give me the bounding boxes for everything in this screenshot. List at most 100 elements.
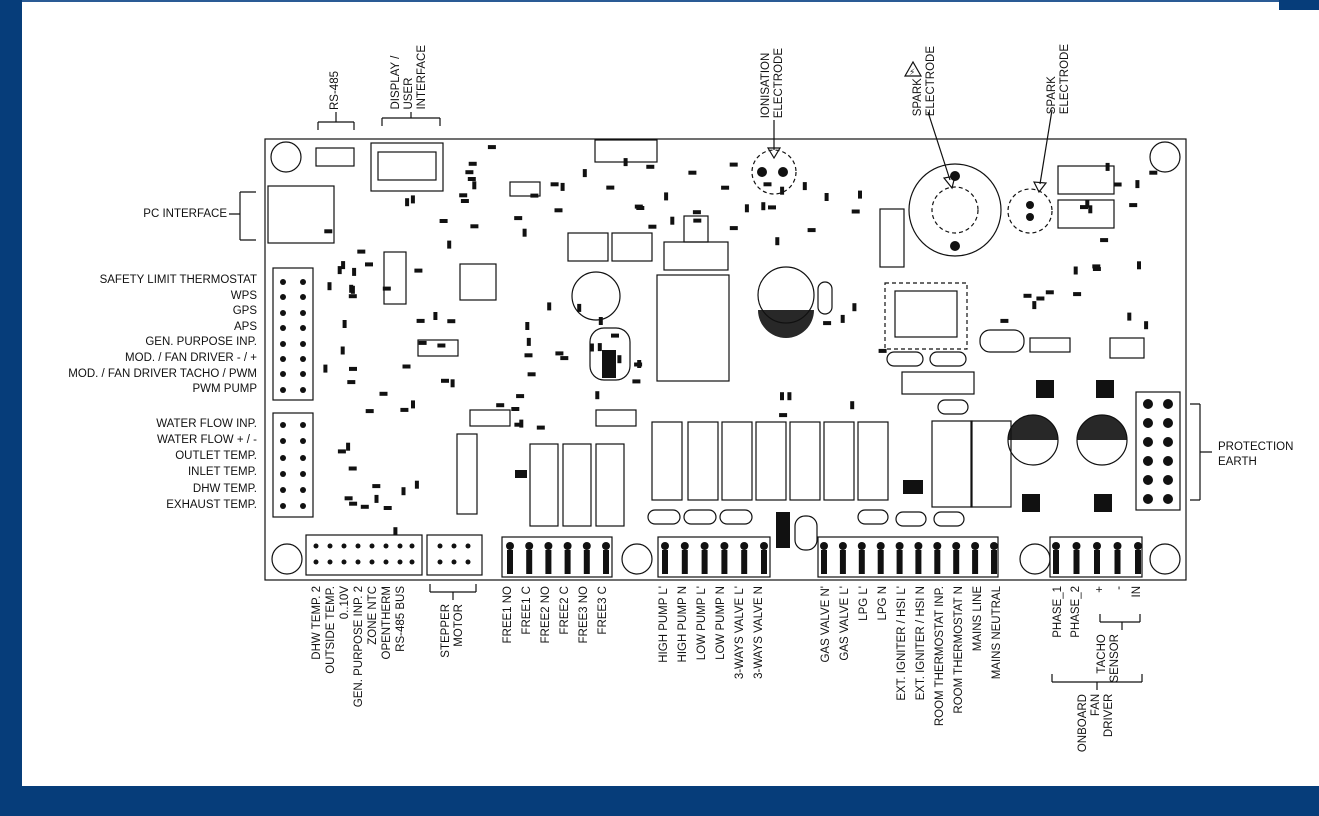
smd-pad [1080, 205, 1088, 210]
bottom-connector-aux [305, 534, 423, 576]
smd-pad [344, 496, 353, 501]
terminal-pin [1052, 542, 1060, 550]
smd-pad [763, 182, 772, 187]
smd-pad [692, 210, 701, 215]
label-gen-purpose-inp: GEN. PURPOSE INP. [145, 336, 257, 348]
smd-pad [878, 348, 887, 353]
smd-pad [372, 484, 381, 489]
smd-pad [323, 364, 328, 373]
label-free1-no: FREE1 NO [502, 586, 514, 644]
smd-pad [514, 422, 523, 427]
left-connector-upper [272, 267, 314, 401]
smd-pad [348, 294, 357, 299]
smd-pad [547, 302, 552, 311]
label-room-thermostat-inp: ROOM THERMOSTAT INP. [934, 586, 946, 727]
terminal-pin [933, 542, 942, 550]
label-gen-purpose-inp-2: GEN. PURPOSE INP. 2 [353, 586, 365, 708]
frame-top-left [0, 18, 22, 24]
label-ext-igniter-hsi-n: EXT. IGNITER / HSI N [915, 586, 927, 701]
smd-pad [582, 169, 587, 178]
label-aps: APS [233, 321, 257, 333]
smd-pad [560, 356, 569, 361]
smd-pad [347, 380, 356, 385]
smd-pad [761, 202, 766, 211]
terminal-pin [680, 542, 689, 550]
label-ext-igniter-hsi-l: EXT. IGNITER / HSI L' [896, 586, 908, 701]
smd-pad [598, 317, 603, 325]
frame-top-line [22, 0, 1319, 18]
smd-pad [850, 401, 855, 410]
label-lpg-n: LPG N [877, 586, 889, 621]
smd-pad [688, 170, 697, 175]
smd-pad [1144, 321, 1149, 330]
smd-pad [1023, 293, 1032, 298]
smd-pad [560, 182, 565, 191]
terminal-pin [857, 542, 866, 550]
label-stepper-motor: STEPPER MOTOR [440, 604, 465, 658]
smd-pad [1137, 261, 1141, 270]
smd-pad [1000, 318, 1009, 323]
smd-pad [383, 506, 392, 510]
label-ionisation-electrode: IONISATION ELECTRODE [760, 47, 785, 118]
protection-earth-connector [1135, 391, 1181, 511]
smd-pad [519, 419, 524, 428]
label-gps: GPS [232, 305, 257, 317]
smd-pad [1127, 312, 1132, 321]
terminal-lead [1114, 550, 1121, 574]
bottom-connector-fan [1049, 536, 1143, 578]
smd-pad [577, 303, 582, 312]
smd-pad [447, 240, 452, 249]
terminal-pin [602, 542, 610, 550]
label-free2-c: FREE2 C [559, 586, 571, 635]
terminal-lead [545, 550, 552, 574]
label-room-thermostat-n: ROOM THERMOSTAT N [953, 586, 965, 714]
frame-left-bar [0, 0, 22, 816]
bottom-connector-free [501, 536, 613, 578]
label-mod-fan-driver-pm: MOD. / FAN DRIVER - / + [125, 352, 257, 364]
smd-pad [648, 224, 657, 229]
smd-pad [405, 198, 410, 207]
smd-pad [1036, 296, 1045, 301]
label-pwm-pump: PWM PUMP [192, 383, 257, 395]
smd-pad [348, 466, 357, 471]
rs485-header [315, 147, 355, 167]
smd-pad [324, 229, 333, 234]
smd-pad [1073, 292, 1082, 297]
smd-pad [527, 372, 536, 377]
smd-pad [1085, 199, 1090, 208]
smd-pad [496, 403, 505, 408]
smd-pad [632, 379, 641, 384]
label-free1-c: FREE1 C [521, 586, 533, 635]
label-water-flow-inp: WATER FLOW INP. [156, 418, 257, 430]
smd-pad [342, 320, 347, 328]
smd-pad [433, 312, 438, 320]
label-zone-ntc: ZONE NTC [367, 586, 379, 645]
smd-pad [468, 161, 477, 166]
smd-pad [349, 366, 357, 371]
smd-pad [823, 321, 832, 326]
smd-pad [459, 193, 468, 198]
smd-pad [775, 237, 780, 246]
label-wps: WPS [230, 290, 257, 302]
terminal-lead [761, 550, 767, 574]
label-gas-valve-n: GAS VALVE N' [820, 586, 832, 663]
terminal-lead [858, 550, 865, 574]
smd-pad [401, 487, 406, 496]
terminal-lead [741, 550, 748, 574]
smd-pad [693, 218, 702, 223]
label-exhaust-temp: EXHAUST TEMP. [166, 499, 257, 511]
terminal-lead [915, 550, 922, 574]
label-3-ways-valve-n: 3-WAYS VALVE N [753, 586, 765, 679]
terminal-lead [972, 550, 979, 574]
label-low-pump-l: LOW PUMP L' [696, 586, 708, 661]
smd-pad [340, 346, 345, 355]
label-3-ways-valve-l: 3-WAYS VALVE L' [734, 586, 746, 680]
terminal-pin [876, 542, 885, 550]
mount-hole [1149, 141, 1181, 173]
smd-pad [465, 170, 474, 175]
terminal-lead [839, 550, 846, 574]
smd-pad [511, 407, 520, 411]
smd-pad [410, 195, 415, 204]
label-0-10v: 0..10V [339, 586, 351, 620]
terminal-lead [1135, 550, 1141, 574]
